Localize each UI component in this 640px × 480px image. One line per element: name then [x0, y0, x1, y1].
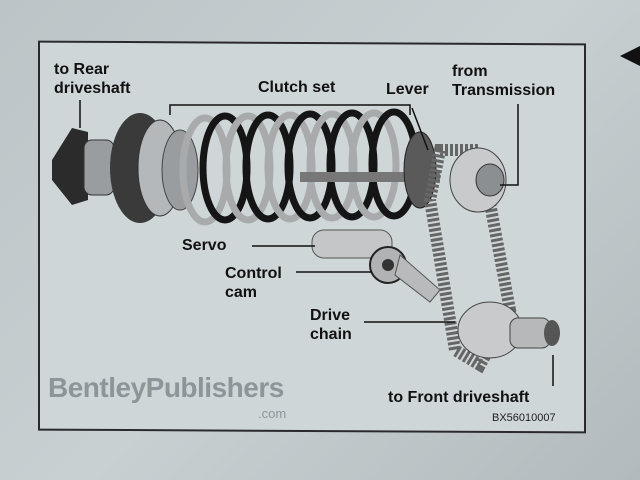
label-chain-line1: Drive: [310, 307, 351, 324]
label-rear-driveshaft: to Rear driveshaft: [54, 60, 130, 98]
label-control-cam: Control cam: [225, 264, 282, 302]
page-arrow-icon: [620, 46, 640, 66]
label-lever: Lever: [386, 81, 429, 98]
main-shaft: [300, 172, 440, 182]
leader-lines: [79, 100, 554, 386]
label-cam-line2: cam: [225, 284, 258, 301]
label-from-line1: from: [452, 63, 488, 80]
label-rear-line2: driveshaft: [54, 80, 131, 97]
rear-flange: [52, 128, 115, 205]
figure-code: BX56010007: [492, 412, 556, 424]
label-chain-line2: chain: [310, 326, 352, 343]
publisher-logo-suffix: .com: [258, 406, 287, 421]
label-clutch-set: Clutch set: [258, 79, 336, 96]
clutch-plates: [179, 108, 420, 226]
clutch-drum: [110, 113, 199, 223]
control-cam: [369, 246, 441, 303]
label-from-line2: Transmission: [452, 82, 556, 99]
drive-chain: [423, 144, 560, 374]
label-drive-chain: Drive chain: [310, 306, 352, 344]
label-servo: Servo: [182, 237, 227, 254]
label-cam-line1: Control: [225, 265, 282, 282]
publisher-logo: BentleyPublishers: [48, 372, 284, 403]
label-rear-line1: to Rear: [54, 61, 110, 78]
label-front-driveshaft: to Front driveshaft: [388, 389, 530, 406]
servo: [311, 229, 393, 259]
